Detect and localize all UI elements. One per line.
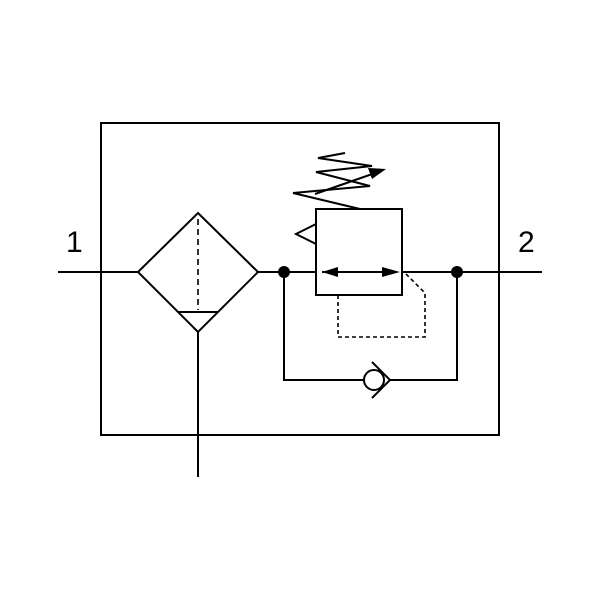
pressure-regulator-symbol bbox=[292, 152, 426, 338]
bypass-loop bbox=[283, 272, 458, 399]
relief-vent-triangle bbox=[293, 223, 317, 245]
bypass-line-left bbox=[283, 272, 363, 381]
adjust-arrow-line bbox=[314, 171, 379, 195]
flow-arrow-left-head bbox=[322, 267, 338, 277]
filter-symbol bbox=[136, 211, 260, 477]
check-valve-ball bbox=[363, 369, 385, 391]
flow-arrow-right-head bbox=[382, 267, 400, 277]
port-label-2: 2 bbox=[518, 226, 535, 259]
check-valve-symbol bbox=[363, 361, 392, 399]
pilot-line-dashed bbox=[337, 271, 426, 338]
check-valve-seat bbox=[371, 361, 392, 399]
adjustable-spring bbox=[292, 152, 373, 210]
adjust-arrow-head bbox=[368, 168, 386, 179]
port-label-1: 1 bbox=[66, 226, 83, 259]
bypass-line-right bbox=[389, 272, 458, 381]
regulator-body bbox=[315, 208, 403, 296]
unit-enclosure bbox=[100, 122, 500, 436]
